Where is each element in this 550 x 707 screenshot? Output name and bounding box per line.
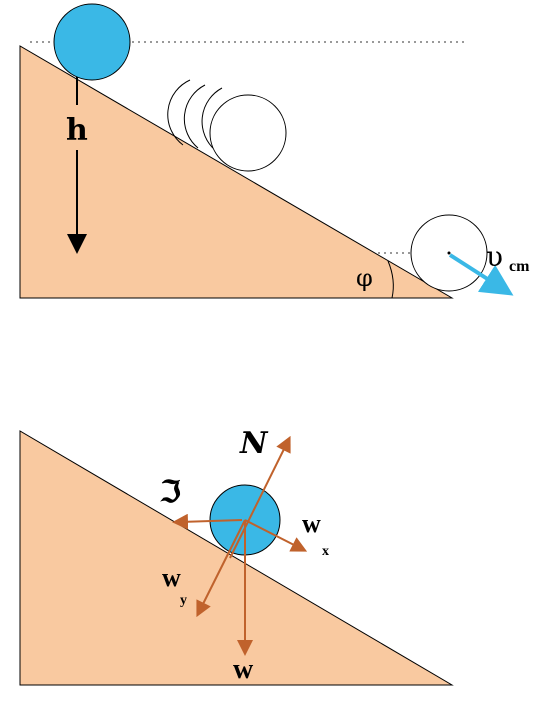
ball-start <box>53 3 131 81</box>
ball-center-dot <box>447 251 451 255</box>
incline-bottom <box>19 430 454 686</box>
motion-trail-3 <box>201 87 223 151</box>
friction-force-arrow <box>172 513 243 530</box>
normal-force-arrow <box>229 435 291 559</box>
motion-trail-2 <box>183 84 206 149</box>
velocity-arrow <box>448 253 514 296</box>
bottom-diagram: N ℑ w x w y w <box>19 426 454 686</box>
angle-label: φ <box>356 264 373 292</box>
velocity-subscript: cm <box>509 258 530 275</box>
wx-label: w <box>302 509 321 538</box>
friction-label: ℑ <box>160 475 181 510</box>
angle-arc <box>387 260 394 299</box>
wy-label: w <box>162 563 181 592</box>
weight-label: w <box>233 654 254 685</box>
wy-subscript: y <box>180 593 187 608</box>
incline-top <box>19 45 454 299</box>
wx-component-arrow <box>244 519 308 552</box>
normal-force-label: N <box>239 426 269 461</box>
top-diagram: φ h υ cm <box>19 3 530 299</box>
velocity-label: υ <box>486 240 503 273</box>
ball-rolling <box>209 94 287 172</box>
height-label: h <box>66 113 88 148</box>
motion-trail-1 <box>167 79 191 146</box>
wy-component-arrow <box>196 519 246 618</box>
wx-subscript: x <box>322 544 329 559</box>
